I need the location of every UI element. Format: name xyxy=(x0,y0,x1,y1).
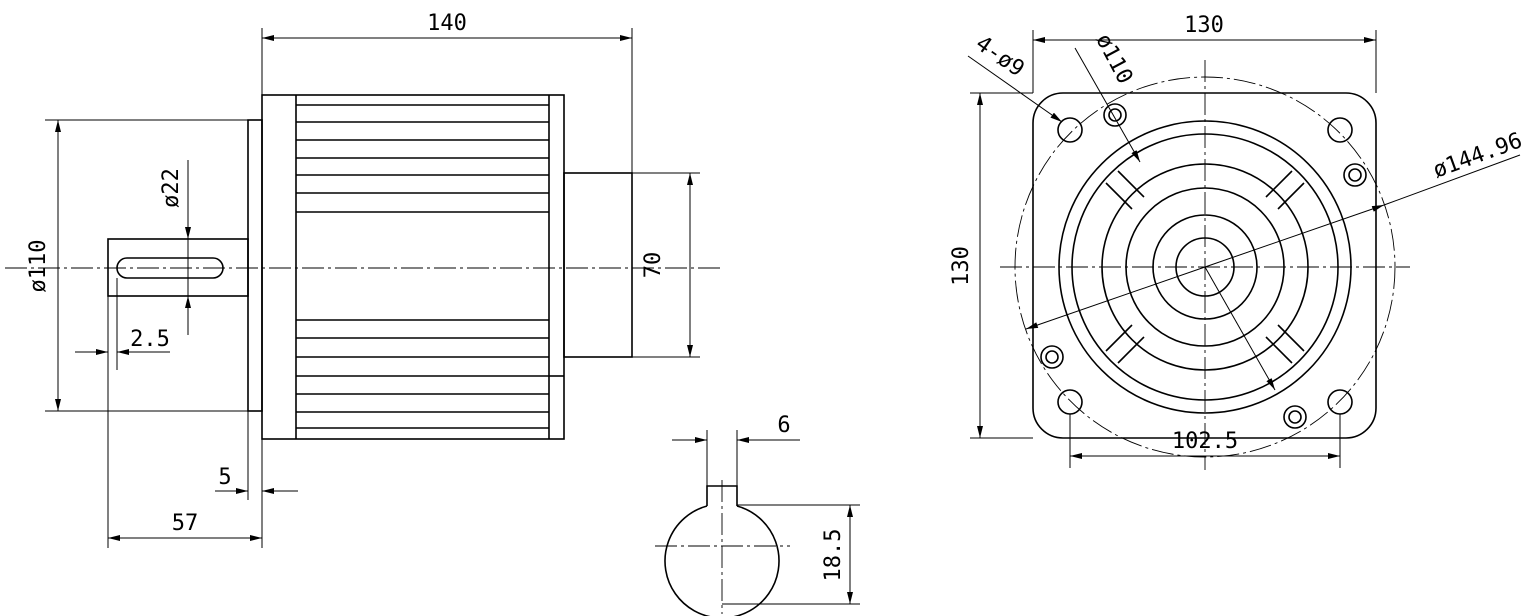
flange-plate xyxy=(247,119,263,412)
screw xyxy=(1283,405,1307,429)
mounting-hole xyxy=(1327,117,1353,143)
dim-body-length: 140 xyxy=(427,11,467,36)
mounting-hole xyxy=(1057,117,1083,143)
square-flange xyxy=(1032,92,1377,439)
flange-ribs xyxy=(1105,170,1305,364)
dim-flange-square-height: 130 xyxy=(949,246,974,286)
cooling-fins xyxy=(296,104,564,429)
dim-flange-square-width: 130 xyxy=(1184,13,1224,38)
mounting-hole xyxy=(1057,389,1083,415)
dim-hole-spacing: 102.5 xyxy=(1172,429,1238,454)
shaft xyxy=(107,238,249,297)
dim-shaft-dia: ø22 xyxy=(159,168,184,208)
dim-mounting-holes: 4-ø9 xyxy=(971,31,1029,82)
mounting-hole xyxy=(1327,389,1353,415)
screw xyxy=(1103,103,1127,127)
dim-key-width: 6 xyxy=(777,413,790,438)
dim-bolt-circle-dia: ø144.96 xyxy=(1430,128,1526,183)
motor-body xyxy=(261,94,565,440)
dim-rear-boss-dia: 70 xyxy=(641,252,666,279)
keyway-slot xyxy=(116,257,224,279)
side-view: 140 ø110 ø22 2.5 70 5 57 xyxy=(5,11,720,548)
screw xyxy=(1343,163,1367,187)
dim-flange-dia: ø110 xyxy=(26,240,51,293)
dim-key-depth: 18.5 xyxy=(821,529,846,582)
dim-shaft-extension: 57 xyxy=(172,511,199,536)
screw xyxy=(1040,345,1064,369)
rear-boss xyxy=(563,172,633,358)
shaft-cross-section xyxy=(664,505,780,616)
front-view: 130 130 4-ø9 ø110 ø144.96 102.5 xyxy=(949,13,1526,470)
dim-pilot-dia: ø110 xyxy=(1090,30,1137,89)
shaft-section-view: 6 18.5 xyxy=(655,413,860,616)
dim-flange-thickness: 5 xyxy=(218,465,231,490)
dim-key-offset: 2.5 xyxy=(130,327,170,352)
